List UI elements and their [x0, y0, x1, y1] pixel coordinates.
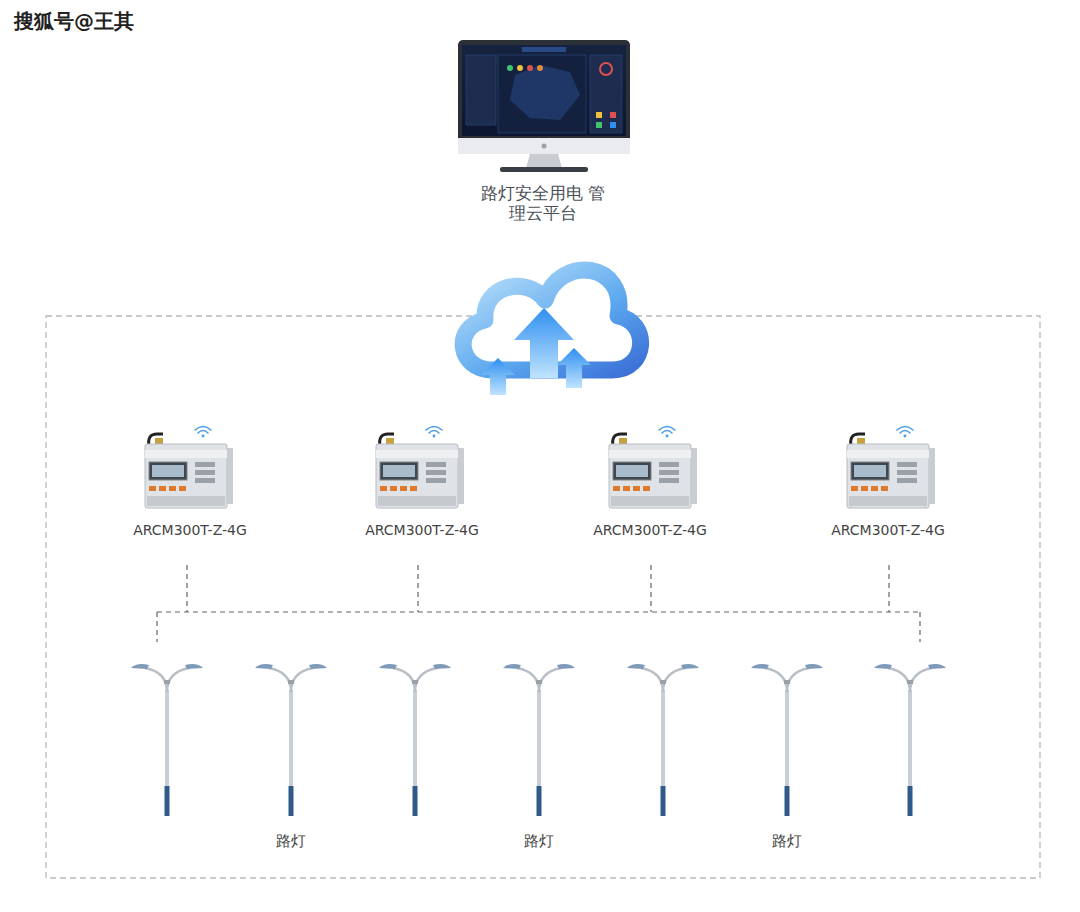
- device-node: ARCM300T-Z-4G: [361, 520, 483, 541]
- street-lamp: [627, 664, 699, 816]
- cloud-icon: [463, 270, 640, 395]
- platform-node: 路灯安全用电 管理云平台: [474, 181, 612, 226]
- street-lamp: [255, 664, 327, 816]
- street-lamp: [131, 664, 203, 816]
- device-model: ARCM300T-Z-4G: [365, 522, 479, 539]
- lamp-label: 路灯: [524, 832, 554, 851]
- street-lamp: [503, 664, 575, 816]
- meter-device: [847, 427, 935, 509]
- device-model: ARCM300T-Z-4G: [593, 522, 707, 539]
- street-lamp: [874, 664, 946, 816]
- street-lamp: [751, 664, 823, 816]
- region-outline: [46, 316, 1040, 878]
- device-model: ARCM300T-Z-4G: [133, 522, 247, 539]
- monitor-icon: [458, 40, 630, 172]
- street-lamps: [131, 664, 946, 816]
- meter-devices: [145, 427, 935, 509]
- device-node: ARCM300T-Z-4G: [129, 520, 251, 541]
- watermark: 搜狐号@王其: [14, 8, 134, 35]
- meter-device: [376, 427, 464, 509]
- device-model: ARCM300T-Z-4G: [831, 522, 945, 539]
- device-node: ARCM300T-Z-4G: [589, 520, 711, 541]
- meter-device: [609, 427, 697, 509]
- bus-wire: [157, 565, 920, 642]
- street-lamp: [379, 664, 451, 816]
- device-node: ARCM300T-Z-4G: [827, 520, 949, 541]
- lamp-label: 路灯: [772, 832, 802, 851]
- lamp-label: 路灯: [276, 832, 306, 851]
- platform-caption: 路灯安全用电 管理云平台: [478, 183, 608, 224]
- meter-device: [145, 427, 233, 509]
